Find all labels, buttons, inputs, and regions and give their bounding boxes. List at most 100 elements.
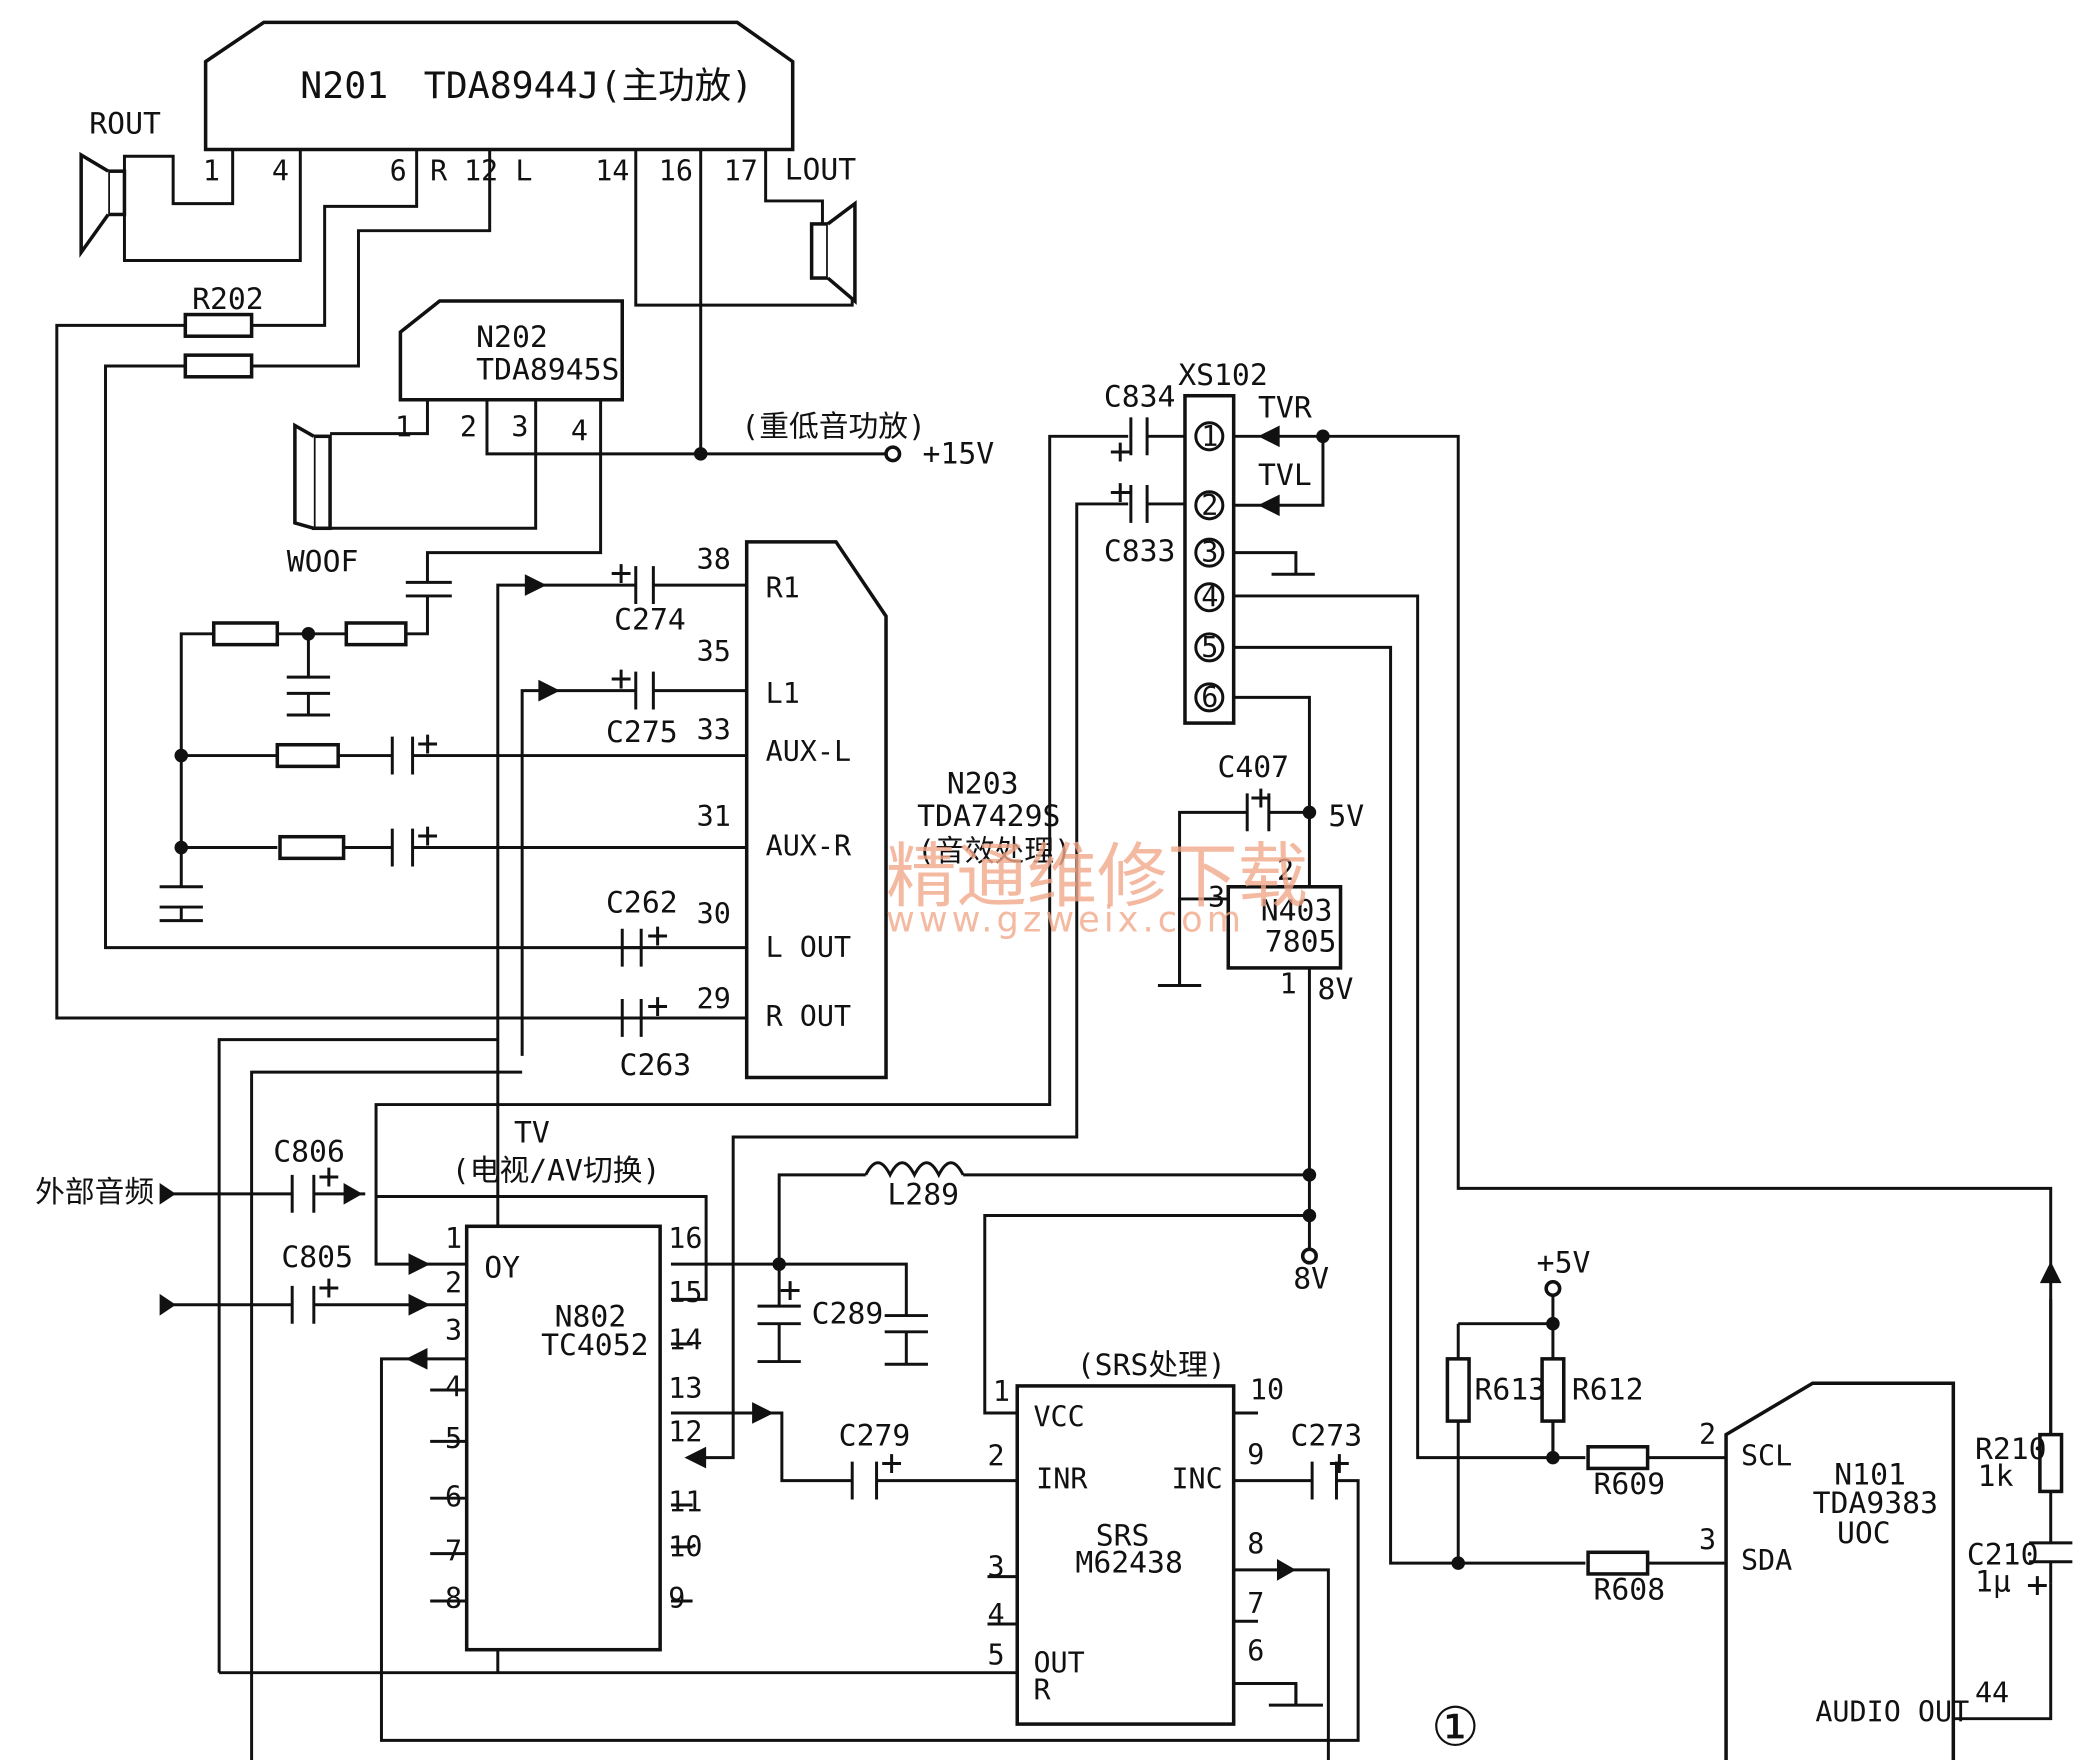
n201-pin: R: [430, 155, 448, 188]
plus-mark: +: [2026, 1563, 2048, 1606]
plus-mark: +: [417, 722, 439, 765]
label-c806: C806: [273, 1134, 345, 1169]
srs-ref: SRS: [1096, 1519, 1150, 1554]
n203-pin-label: R1: [766, 571, 800, 604]
resistors: [183, 312, 2064, 1576]
label-tv: TV: [514, 1115, 550, 1150]
misc-labels: ROUT LOUT WOOF (重低音功放) +15V +5V 5V 8V 8V…: [35, 106, 1590, 1758]
chip-n101: N101 TDA9383 UOC SCL SDA AUDIO OUT 2 3 4…: [1699, 1381, 2009, 1760]
watermark-url: www.gzweix.com: [886, 899, 1245, 940]
chip-n203: 38 R1 35 L1 33 AUX-L 31 AUX-R 30 L OUT 2…: [697, 540, 1072, 1080]
n802-pin: 10: [668, 1530, 702, 1563]
resistor-r613: [1445, 1357, 1471, 1423]
n802-pin: 3: [445, 1314, 462, 1347]
n203-pin-num: 33: [697, 713, 731, 746]
n802-pin: 9: [668, 1582, 685, 1615]
resistor: [278, 834, 346, 861]
n202-part: TDA8945S: [476, 352, 619, 387]
n802-pin: 7: [445, 1534, 462, 1567]
plus-mark: +: [647, 984, 669, 1027]
n802-pin: 6: [445, 1480, 462, 1513]
component-labels: R202 R613 R612 R609 R608 R210 1k C834 C8…: [192, 282, 2047, 1607]
plus-mark: +: [610, 551, 632, 594]
plus-mark: +: [318, 1265, 340, 1308]
speaker-woof-icon: [293, 422, 332, 531]
n201-part: TDA8944J: [424, 64, 600, 107]
resistor-r210: [2038, 1432, 2064, 1494]
label-c289: C289: [812, 1297, 884, 1332]
label-rout: ROUT: [89, 106, 161, 141]
label-5v: 5V: [1328, 799, 1364, 834]
n802-pin: 14: [668, 1323, 702, 1356]
n802-pin: 1: [445, 1222, 462, 1255]
plus-mark: +: [1109, 470, 1131, 513]
label-c279: C279: [839, 1418, 911, 1453]
n802-part: TC4052: [541, 1328, 648, 1363]
n203-pin-num: 35: [697, 635, 731, 668]
n101-pin: 2: [1699, 1418, 1716, 1451]
n403-pin: 1: [1280, 968, 1297, 1001]
n802-pin: 8: [445, 1582, 462, 1615]
n201-pin: 12: [464, 155, 498, 188]
srs-pin: 1: [993, 1375, 1010, 1408]
label-8v: 8V: [1318, 972, 1354, 1007]
resistor-r609: [1586, 1445, 1650, 1471]
srs-pin: 7: [1247, 1587, 1264, 1620]
srs-pin: 5: [987, 1639, 1004, 1672]
resistor: [211, 621, 280, 647]
plus-mark: +: [417, 814, 439, 857]
n802-pin: 11: [668, 1486, 702, 1519]
label-tv-av: (电视/AV切换): [452, 1153, 661, 1188]
capacitors: [159, 417, 2073, 1584]
n101-label-scl: SCL: [1741, 1440, 1792, 1473]
label-sub-amp: (重低音功放): [741, 409, 926, 444]
watermark-text: 精通维修下载: [886, 835, 1308, 917]
chip-n802: OY N802 TC4052 1 2 3 4 5 6 7 8 16 15 14 …: [445, 1222, 702, 1652]
figure-number: ①: [1431, 1696, 1480, 1759]
resistor-r612: [1540, 1357, 1566, 1423]
chip-n202: N202 TDA8945S 1 2 3 4: [395, 299, 625, 447]
n201-pin: 17: [724, 155, 758, 188]
n101-part: TDA9383: [1813, 1486, 1938, 1521]
n101-desc: UOC: [1837, 1516, 1891, 1551]
speaker-lout-icon: [809, 200, 857, 305]
label-c275: C275: [606, 715, 678, 750]
n802-pin: 12: [668, 1415, 702, 1448]
n202-pin: 3: [511, 410, 528, 443]
n201-pin: 14: [595, 155, 629, 188]
chip-n201: N201 TDA8944J(主功放): [203, 20, 795, 152]
label-r613: R613: [1474, 1372, 1546, 1407]
resistor: [275, 742, 340, 769]
resistor-r608: [1586, 1550, 1650, 1576]
label-c262: C262: [606, 885, 678, 920]
xs102-ref: XS102: [1178, 358, 1268, 393]
xs102-pin: 5: [1201, 631, 1218, 664]
label-plus15v: +15V: [923, 436, 995, 471]
label-r210: R210: [1975, 1432, 2047, 1467]
label-lout: LOUT: [785, 152, 857, 187]
srs-pin: 4: [987, 1598, 1004, 1631]
tvr-label: TVR: [1258, 390, 1312, 425]
n203-pin-label: AUX-L: [766, 735, 851, 768]
signal-arrows: [159, 425, 2062, 1581]
n203-pin-num: 31: [697, 800, 731, 833]
n802-pin: 15: [668, 1276, 702, 1309]
speaker-rout-icon: [79, 151, 127, 258]
n802-pin-label: OY: [484, 1251, 520, 1286]
n202-pin: 1: [395, 410, 412, 443]
n201-pin: 4: [272, 155, 289, 188]
resistor-r202: [183, 312, 254, 338]
plus-mark: +: [1109, 429, 1131, 472]
label-r202: R202: [192, 282, 264, 317]
srs-pin: 8: [1247, 1528, 1264, 1561]
plus-mark: +: [610, 657, 632, 700]
n203-part: TDA7429S: [917, 799, 1060, 834]
xs102-pin: 4: [1201, 581, 1218, 614]
label-c834: C834: [1104, 380, 1176, 415]
n802-ref: N802: [555, 1299, 627, 1334]
n203-pin-label: L1: [766, 677, 800, 710]
n202-pin: 2: [460, 410, 477, 443]
watermark: 精通维修下载 www.gzweix.com: [886, 835, 1308, 940]
xs102-pin: 2: [1201, 489, 1218, 522]
